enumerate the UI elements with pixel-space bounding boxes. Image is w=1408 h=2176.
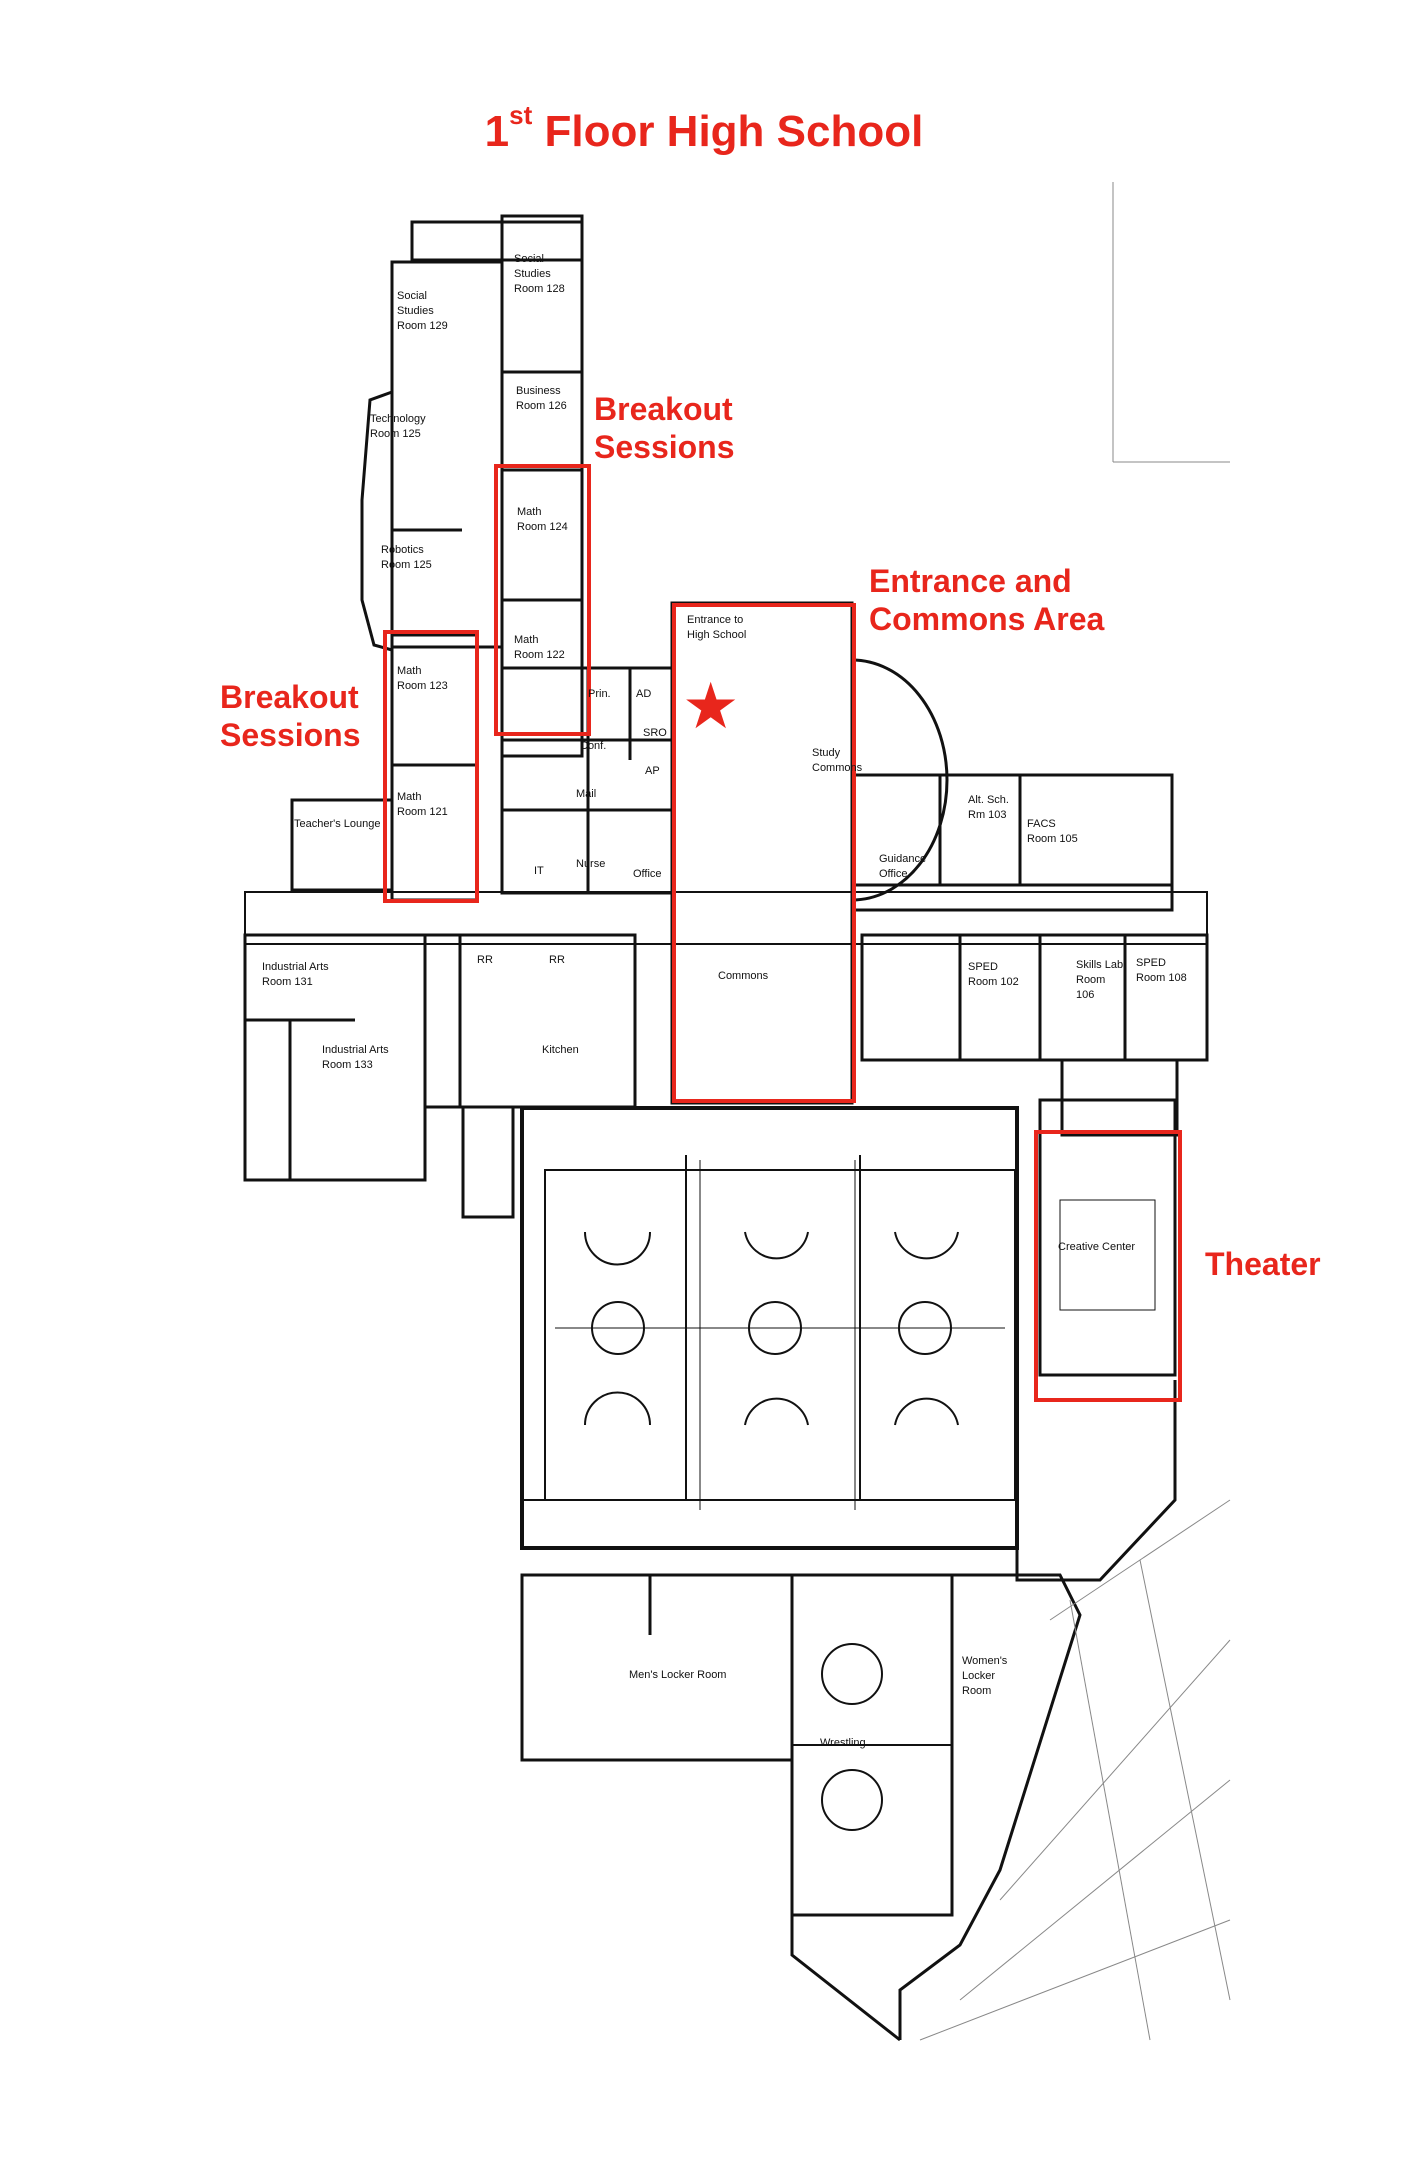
- room-prin: Prin.: [588, 688, 611, 700]
- room-commons: Commons: [718, 970, 769, 982]
- room-ad: AD: [636, 688, 652, 700]
- highlight-theater: [1034, 1130, 1182, 1402]
- room-alt-sch: Alt. Sch.Rm 103: [968, 794, 1009, 821]
- room-sro: SRO: [643, 727, 667, 739]
- callout-theater: Theater: [1205, 1246, 1321, 1282]
- room-conf: Conf.: [580, 740, 607, 752]
- room-kitchen: Kitchen: [542, 1044, 579, 1056]
- room-rr-1: RR: [477, 954, 493, 966]
- room-teachers-lounge: Teacher's Lounge: [294, 818, 381, 830]
- you-are-here-star-icon: ★: [682, 670, 740, 744]
- room-rr-2: RR: [549, 954, 565, 966]
- highlight-commons: [672, 603, 856, 1103]
- room-nurse: Nurse: [576, 858, 606, 870]
- room-it: IT: [534, 865, 544, 877]
- room-ap: AP: [645, 765, 660, 777]
- highlight-math-123-121: [383, 630, 479, 903]
- room-office: Office: [633, 868, 662, 880]
- room-creative-center: Creative Center: [1058, 1241, 1136, 1253]
- room-wrestling: Wrestling: [820, 1737, 866, 1749]
- room-mens-locker: Men's Locker Room: [629, 1669, 727, 1681]
- page-title: 1st Floor High School: [484, 100, 924, 156]
- highlight-math-124-122: [494, 464, 591, 736]
- walls: [243, 182, 1231, 2042]
- room-mail: Mail: [576, 788, 597, 800]
